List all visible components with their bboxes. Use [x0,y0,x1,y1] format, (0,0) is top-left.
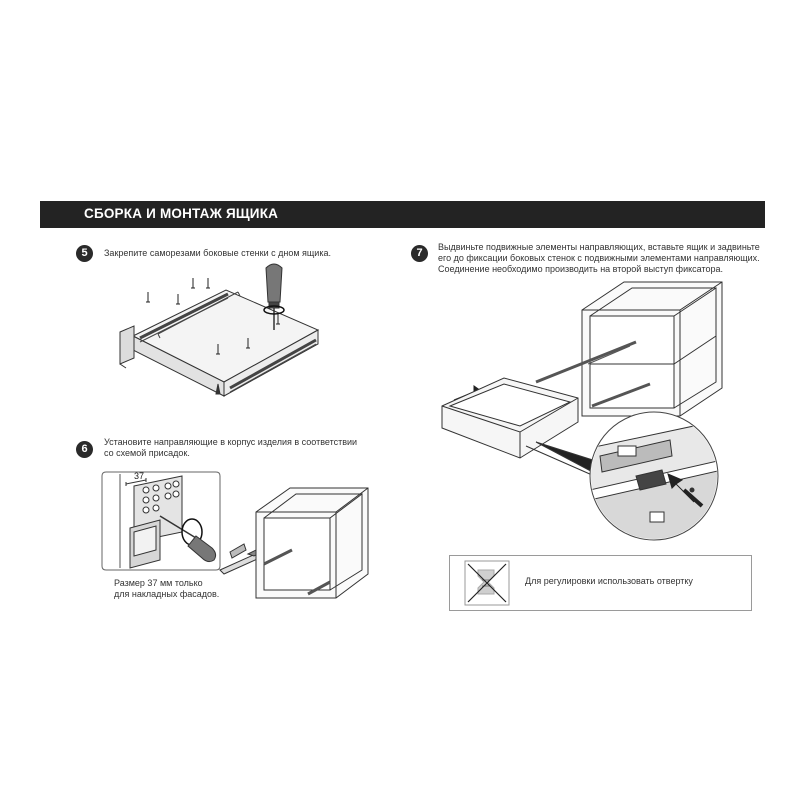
screw-icons [146,278,280,355]
screwdriver-icon [263,263,285,330]
cabinet-box-illustration [255,487,369,599]
note-text: Для регулировки использовать отвертку [525,576,693,586]
cabinet-box [255,487,369,599]
step-7-text: Выдвиньте подвижные элементы направляющи… [438,242,760,274]
drawer-box [441,377,579,459]
step-7-badge: 7 [411,245,428,262]
step-5-text: Закрепите саморезами боковые стенки с дн… [104,248,331,258]
step-6-detail-illustration: 37 [101,471,221,571]
detail-arrow-icon [667,473,704,508]
cabinet-box [581,281,723,417]
step-7-illustration [441,281,723,541]
screwdriver-icon [159,515,217,563]
dimension-37-marker: 37 [125,471,147,486]
dimension-37-label: 37 [134,471,144,481]
drawer-front-panel [119,325,135,365]
drawer-bottom-panel [131,289,320,397]
step-5-badge: 5 [76,245,93,262]
step-6-caption: Размер 37 мм только для накладных фасадо… [114,578,220,599]
installed-rails [263,548,331,596]
step-6-badge: 6 [76,441,93,458]
step-5-illustration [119,263,320,397]
note-box: Для регулировки использовать отвертку [449,555,752,611]
step-6-text: Установите направляющие в корпус изделия… [104,437,358,458]
rail-profile [129,519,161,569]
rail-fixing-detail [119,363,221,395]
section-header-bar: СБОРКА И МОНТАЖ ЯЩИКА [40,201,765,228]
extended-rails [535,340,651,408]
section-title: СБОРКА И МОНТАЖ ЯЩИКА [84,206,279,221]
screwdriver-not-allowed-icon [464,560,510,606]
drawer-side-walls [139,291,317,393]
zoom-detail-circle [589,411,719,541]
